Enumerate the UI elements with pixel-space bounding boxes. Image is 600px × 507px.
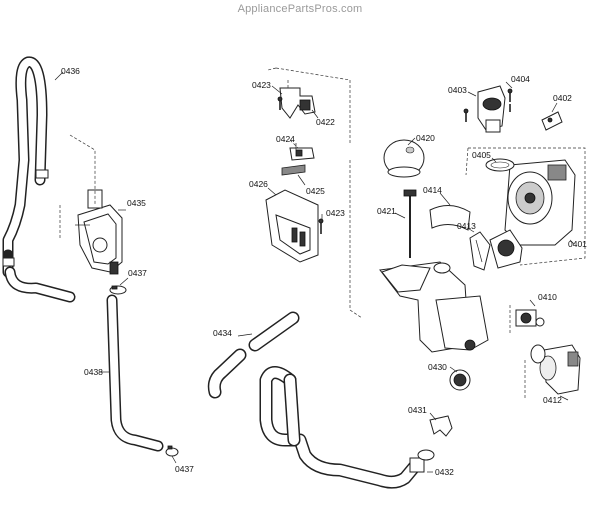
label-0402: 0402	[553, 93, 572, 103]
part-0421-rod[interactable]	[403, 189, 417, 258]
label-0435: 0435	[127, 198, 146, 208]
part-0430-impeller[interactable]	[449, 369, 471, 391]
label-0437-top: 0437	[128, 268, 147, 278]
label-0430: 0430	[428, 362, 447, 372]
label-0401: 0401	[568, 239, 587, 249]
part-0405-ring[interactable]	[485, 158, 515, 172]
part-0402-bracket[interactable]	[541, 111, 563, 131]
part-0431-clip[interactable]	[429, 415, 453, 437]
part-0436-hose[interactable]	[2, 56, 76, 303]
label-0412: 0412	[543, 395, 562, 405]
part-0426-bracket[interactable]	[265, 189, 319, 263]
part-0432-hose[interactable]	[259, 366, 435, 489]
label-0425: 0425	[306, 186, 325, 196]
part-0403-valve[interactable]	[477, 85, 506, 133]
part-0425-seal[interactable]	[281, 164, 306, 176]
label-0420: 0420	[416, 133, 435, 143]
label-0437-bottom: 0437	[175, 464, 194, 474]
part-0422-bracket[interactable]	[279, 87, 316, 119]
label-0405: 0405	[472, 150, 491, 160]
watermark: AppliancePartsPros.com	[237, 3, 363, 15]
part-0437-clamp-bottom[interactable]	[165, 445, 179, 457]
label-0403: 0403	[448, 85, 467, 95]
part-0423-screw-top[interactable]	[277, 96, 283, 110]
part-0434-hose-set[interactable]	[207, 311, 300, 399]
label-0431: 0431	[408, 405, 427, 415]
part-0435-drain-pump[interactable]	[75, 189, 123, 275]
part-0404-screw[interactable]	[507, 88, 513, 112]
label-0413: 0413	[457, 221, 476, 231]
label-0424: 0424	[276, 134, 295, 144]
label-0422: 0422	[316, 117, 335, 127]
part-0413-filter[interactable]	[469, 231, 491, 271]
label-0438: 0438	[84, 367, 103, 377]
label-0423-bottom: 0423	[326, 208, 345, 218]
part-0437-clamp-top[interactable]	[109, 285, 127, 295]
part-0412-heater[interactable]	[539, 344, 581, 395]
label-0432: 0432	[435, 467, 454, 477]
part-0401-circulation-pump[interactable]	[489, 159, 576, 269]
part-0414-sump[interactable]	[379, 261, 489, 353]
part-0423-screw-bottom[interactable]	[318, 218, 324, 234]
part-0424-clip[interactable]	[289, 147, 315, 161]
part-0412-ring[interactable]	[530, 344, 546, 364]
label-0410: 0410	[538, 292, 557, 302]
label-0421: 0421	[377, 206, 396, 216]
label-0436: 0436	[61, 66, 80, 76]
label-0426: 0426	[249, 179, 268, 189]
part-0414-cover[interactable]	[429, 205, 471, 231]
label-0434: 0434	[213, 328, 232, 338]
part-0438-hose[interactable]	[106, 294, 164, 452]
label-0414: 0414	[423, 185, 442, 195]
part-0420-cap[interactable]	[383, 139, 425, 178]
part-0403-screw[interactable]	[463, 108, 469, 122]
part-0410-fitting[interactable]	[515, 309, 545, 327]
label-0404: 0404	[511, 74, 530, 84]
label-0423-top: 0423	[252, 80, 271, 90]
